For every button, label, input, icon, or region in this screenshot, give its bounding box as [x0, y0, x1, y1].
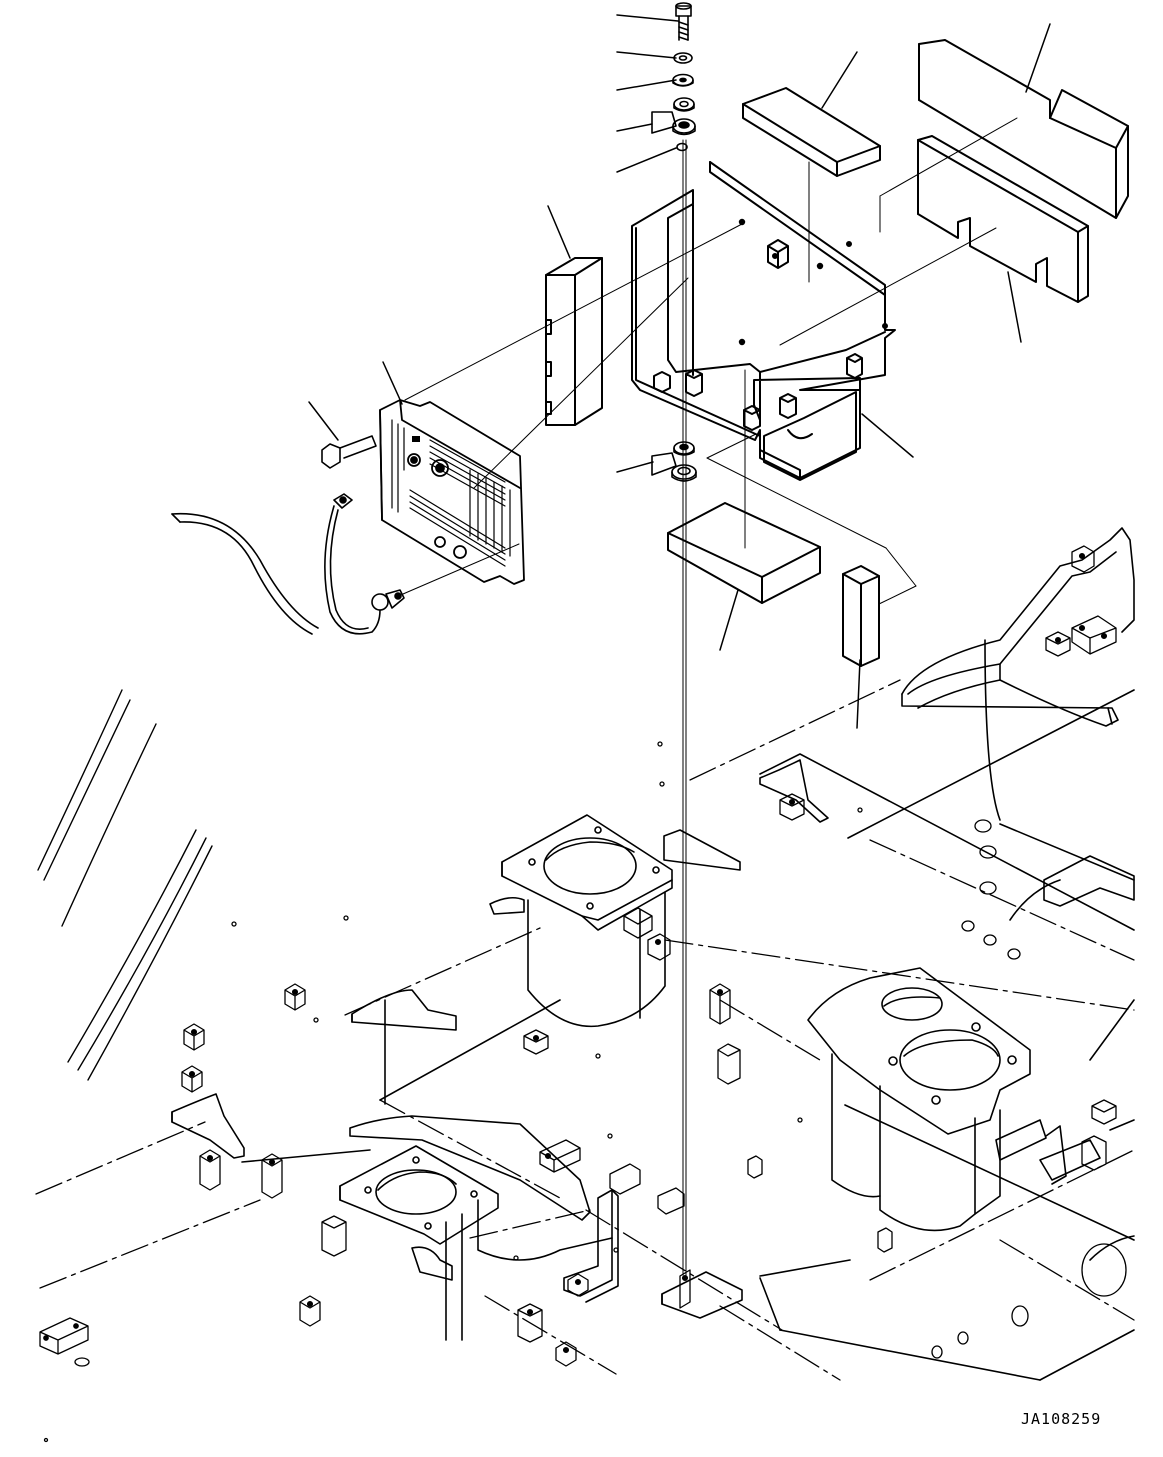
frame-top-right-plate — [902, 528, 1134, 726]
foam-large-top — [919, 40, 1128, 218]
frame-beams — [172, 760, 828, 1220]
callout-leader-foam-strip — [548, 206, 570, 258]
callout-leader-washer-2 — [617, 80, 676, 90]
controller-assembly-line — [405, 224, 742, 400]
callout-leader-foam-large-top — [1026, 24, 1050, 92]
spacer-upper — [674, 98, 694, 111]
controller-fins — [392, 420, 510, 566]
callout-leader-spacer-top — [617, 124, 652, 131]
foam-assembly-line-4 — [780, 228, 996, 345]
foam-large-bottom — [918, 136, 1088, 302]
pad-guide-line-3 — [886, 548, 916, 586]
callout-leader-controller — [383, 362, 402, 404]
bracket-tab-2 — [847, 354, 862, 378]
drawing-code-label: JA108259 — [1021, 1410, 1102, 1428]
callout-leader-spacer-bottom — [617, 462, 653, 472]
harness-connector-2 — [372, 590, 404, 610]
controller-connector-2 — [408, 454, 420, 466]
callout-leader-foam-small — [822, 52, 857, 108]
bracket-tab-1 — [768, 240, 788, 268]
controller-connector-1 — [432, 460, 448, 476]
bracket-tab-4 — [744, 406, 760, 430]
controller-assembly-line-2 — [474, 278, 688, 488]
o-ring — [677, 144, 687, 151]
callout-leader-oring — [617, 148, 676, 172]
controller-bolt — [322, 436, 376, 468]
pad-guide-line-1 — [707, 434, 756, 458]
frame-holes — [45, 742, 1127, 1442]
frame-clamps — [996, 856, 1134, 1184]
callout-leaders — [309, 15, 1050, 728]
frame-edge-left — [38, 690, 212, 1080]
foam-pad-flat — [668, 503, 820, 603]
hardware-stack — [652, 3, 696, 481]
callout-leader-foam-pad — [720, 590, 738, 650]
harness-connector-1 — [334, 494, 352, 508]
bolt — [676, 3, 691, 40]
foam-bar-small — [743, 88, 880, 176]
frame-mount-plate-lower — [340, 1146, 612, 1340]
foam-strip — [546, 258, 602, 425]
controller-connector-3 — [454, 546, 466, 558]
mounting-bracket — [632, 162, 895, 480]
bracket-tab-5 — [780, 394, 796, 418]
callout-leader-foam-large-bottom — [1008, 272, 1021, 342]
machine-frame — [36, 528, 1134, 1442]
bracket-tab-6 — [654, 372, 670, 392]
callout-leader-bracket — [862, 414, 913, 457]
washer-2 — [673, 75, 693, 87]
spacer-tab-upper — [652, 112, 695, 135]
frame-dashed-lines — [36, 680, 1134, 1380]
wire-harness — [172, 494, 404, 634]
callout-leader-foam-block — [857, 660, 860, 728]
callout-leader-controller-bolt — [309, 402, 338, 440]
washer-1 — [674, 53, 692, 63]
pad-guide-line-4 — [879, 586, 916, 604]
frame-mount-plate-upper — [502, 815, 672, 1026]
callout-leader-bolt — [617, 15, 678, 21]
spacer-tab-lower — [652, 442, 696, 481]
frame-solid-lines — [380, 640, 1134, 1380]
controller-unit — [380, 400, 524, 584]
callout-leader-washer-1 — [617, 52, 676, 58]
controller-connector-4 — [435, 537, 445, 547]
bracket-tab-3 — [686, 370, 702, 396]
assembly-lines — [403, 118, 1017, 1275]
foam-block — [843, 566, 879, 666]
frame-hex-bosses — [40, 546, 1116, 1366]
pad-guide-line-2 — [707, 458, 886, 548]
frame-mount-plate-right — [808, 968, 1030, 1230]
foam-pieces — [546, 40, 1128, 666]
